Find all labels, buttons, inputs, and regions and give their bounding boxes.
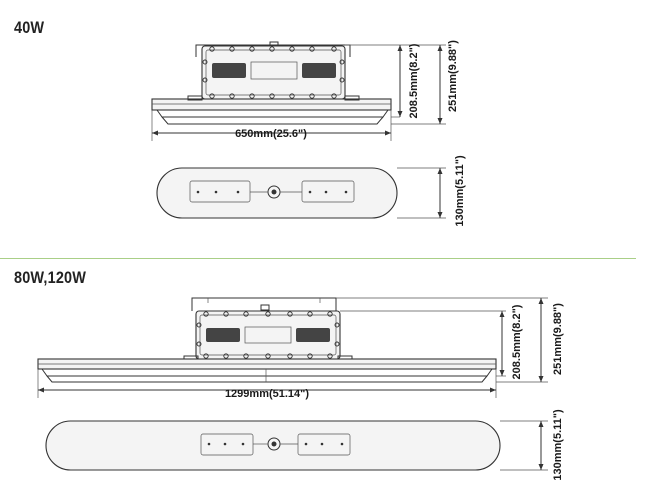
width-label-40w: 650mm(25.6")	[235, 128, 307, 140]
fixture-80w-front-view	[37, 297, 548, 398]
fixture-40w-front-view	[151, 41, 446, 141]
depth-label-40w: 130mm(5.11")	[454, 155, 466, 227]
total-height-label-40w: 251mm(9.88")	[447, 40, 459, 112]
body-height-label-80w: 208.5mm(8.2")	[511, 304, 523, 379]
fixture-80w-top-view	[45, 420, 548, 471]
section-title-80w-120w: 80W,120W	[14, 268, 87, 287]
body-height-label-40w: 208.5mm(8.2")	[408, 43, 420, 118]
width-label-80w: 1299mm(51.14")	[225, 388, 309, 400]
fixture-40w-top-view	[156, 167, 446, 219]
total-height-label-80w: 251mm(9.88")	[552, 303, 564, 375]
section-title-40w: 40W	[14, 18, 45, 37]
section-divider	[0, 258, 636, 259]
depth-label-80w: 130mm(5.11")	[552, 409, 564, 481]
